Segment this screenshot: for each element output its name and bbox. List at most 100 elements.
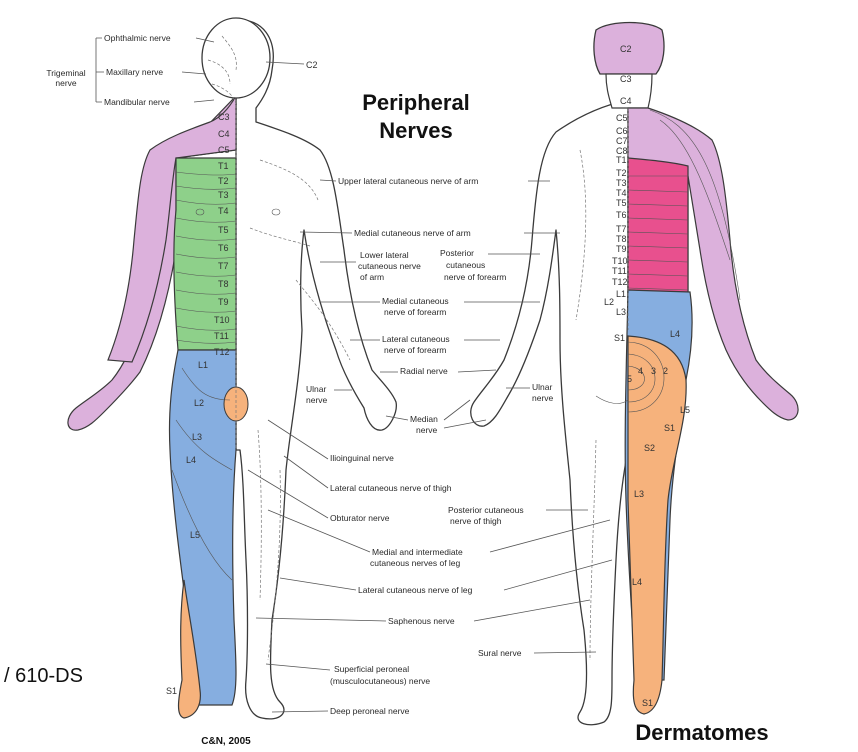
back-seg-c5: C5 [616,113,628,123]
back-ring-3: 3 [651,366,656,376]
nerve-label: Ilioinguinal nerve [330,453,394,463]
nerve-label: nerve of forearm [384,345,446,355]
back-segment-labels: C2 C3 C4 C5 C6 C7 C8 T1 T2 T3 T4 T5 T6 T… [604,44,690,708]
back-seg-l3: L3 [616,307,626,317]
nerve-label: Medial cutaneous [382,296,449,306]
back-seg-c7: C7 [616,136,628,146]
trigeminal-label-1: Trigeminal [46,68,85,78]
front-seg-t12: T12 [214,347,230,357]
back-seg-l3-leg: L3 [634,489,644,499]
front-seg-l5: L5 [190,530,200,540]
back-seg-s1-leg: S1 [664,423,675,433]
back-seg-t2: T2 [616,168,627,178]
nerve-label: Posterior cutaneous [448,505,524,515]
nerve-label: Lateral cutaneous nerve of thigh [330,483,452,493]
back-seg-t9: T9 [616,244,627,254]
front-body-outline [235,19,397,720]
back-seg-t6: T6 [616,210,627,220]
ophthalmic-label: Ophthalmic nerve [104,33,171,43]
front-seg-c5: C5 [218,145,230,155]
back-ring-4: 4 [638,366,643,376]
nerve-label: Ulnar [532,382,552,392]
nerve-label: nerve of forearm [444,272,506,282]
nerve-labels: Upper lateral cutaneous nerve of arm Med… [247,176,613,716]
back-seg-t1: T1 [616,155,627,165]
trigeminal-label-2: nerve [55,78,77,88]
nerve-label: Upper lateral cutaneous nerve of arm [338,176,478,186]
front-seg-t2: T2 [218,176,229,186]
back-seg-t4: T4 [616,188,627,198]
back-seg-t5: T5 [616,198,627,208]
back-seg-t7: T7 [616,224,627,234]
nerve-label: Superficial peroneal [334,664,409,674]
front-seg-l3: L3 [192,432,202,442]
nerve-label: Deep peroneal nerve [330,706,410,716]
back-seg-l5: L5 [680,405,690,415]
nerve-label: Obturator nerve [330,513,390,523]
nerve-label: cutaneous nerve [358,261,421,271]
nerve-label: Ulnar [306,384,326,394]
trigeminal-group: Trigeminal nerve Ophthalmic nerve Maxill… [46,33,215,107]
front-seg-t3: T3 [218,190,229,200]
back-ring-2: 2 [663,366,668,376]
back-thoracic-bands [627,175,689,291]
nerve-label: Lateral cutaneous [382,334,450,344]
title-peripheral: Peripheral [362,90,470,115]
title-dermatomes: Dermatomes [635,720,768,745]
front-seg-t10: T10 [214,315,230,325]
back-seg-c8: C8 [616,146,628,156]
front-seg-t7: T7 [218,261,229,271]
front-seg-t4: T4 [218,206,229,216]
back-orange-zone [627,335,687,715]
nerve-label: Lateral cutaneous nerve of leg [358,585,473,595]
front-seg-c2: C2 [306,60,318,70]
front-lilac-shoulder [107,93,237,363]
front-seg-t9: T9 [218,297,229,307]
back-seg-c2: C2 [620,44,632,54]
nerve-label: cutaneous nerves of leg [370,558,461,568]
nerve-label: Posterior [440,248,474,258]
front-seg-l1: L1 [198,360,208,370]
front-seg-c3: C3 [218,112,230,122]
nerve-label: nerve [416,425,438,435]
title-nerves: Nerves [379,118,452,143]
front-seg-c4: C4 [218,129,230,139]
front-seg-l2: L2 [194,398,204,408]
nerve-label: Median [410,414,438,424]
back-seg-t10: T10 [612,256,628,266]
back-seg-c4: C4 [620,96,632,106]
nerve-label: nerve [306,395,328,405]
nerve-label: Medial and intermediate [372,547,463,557]
back-seg-t11: T11 [612,266,627,276]
front-seg-t6: T6 [218,243,229,253]
nerve-label: Medial cutaneous nerve of arm [354,228,471,238]
front-seg-l4: L4 [186,455,196,465]
back-seg-s1-foot: S1 [642,698,653,708]
front-head [201,17,271,99]
back-seg-l2: L2 [604,297,614,307]
front-seg-t8: T8 [218,279,229,289]
back-body-outline [470,99,629,726]
nerve-label: Lower lateral [360,250,409,260]
back-seg-s1-left: S1 [614,333,625,343]
nerve-label: of arm [360,272,384,282]
front-seg-t5: T5 [218,225,229,235]
nerve-label: nerve [532,393,554,403]
back-seg-l4-leg: L4 [632,577,642,587]
left-fragment: / 610-DS [4,665,83,687]
back-head [593,21,665,75]
back-figure [470,21,799,726]
back-seg-s2: S2 [644,443,655,453]
back-seg-l1: L1 [616,289,626,299]
front-figure [67,17,397,720]
back-seg-t3: T3 [616,178,627,188]
back-seg-c6: C6 [616,126,628,136]
front-orange-zone [177,579,201,719]
nerve-label: Sural nerve [478,648,522,658]
back-seg-t8: T8 [616,234,627,244]
nerve-label: Radial nerve [400,366,448,376]
mandibular-label: Mandibular nerve [104,97,170,107]
credit-text: C&N, 2005 [201,736,251,747]
front-segment-labels: C2 C3 C4 C5 T1 T2 T3 T4 T5 T6 T7 T8 T9 T… [166,60,318,696]
